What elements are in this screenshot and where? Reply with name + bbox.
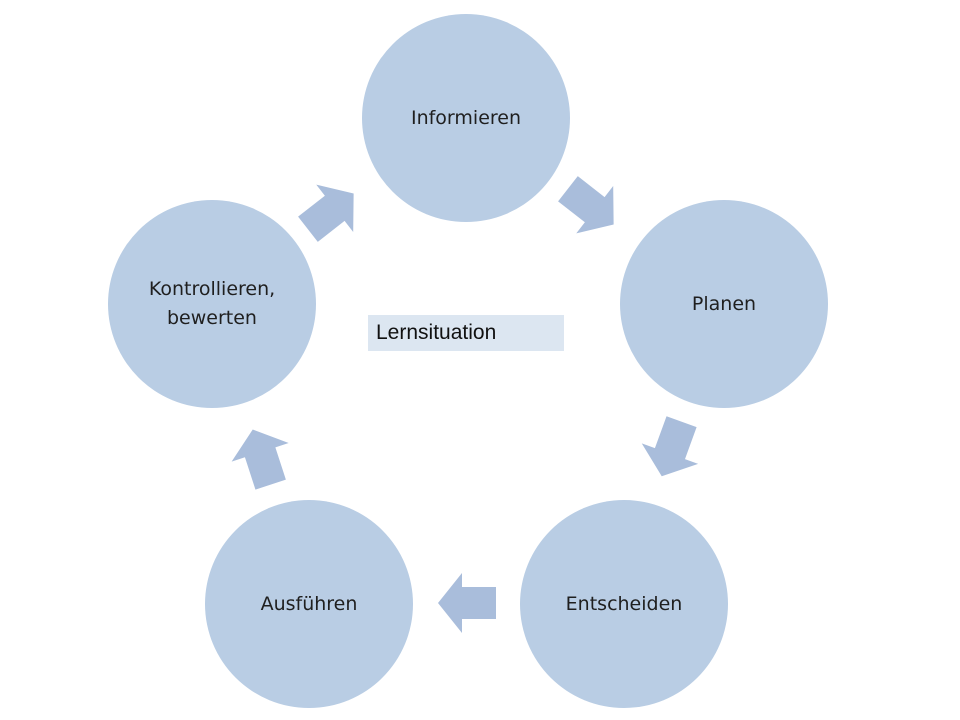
node-kontrollieren: Kontrollieren, bewerten	[108, 200, 316, 408]
center-label: Lernsituation	[376, 321, 497, 344]
node-label-kontrollieren: Kontrollieren, bewerten	[148, 278, 276, 329]
node-entscheiden: Entscheiden	[520, 500, 728, 708]
center-label-box: Lernsituation	[368, 315, 564, 351]
arrow-ausfuehren-to-kontrollieren	[231, 429, 289, 490]
node-label-entscheiden: Entscheiden	[565, 592, 683, 615]
node-informieren: Informieren	[362, 14, 570, 222]
arrow-kontrollieren-to-informieren	[298, 184, 354, 242]
arrow-informieren-to-planen	[558, 176, 614, 234]
node-label-planen: Planen	[691, 292, 757, 315]
node-planen: Planen	[620, 200, 828, 408]
node-label-informieren: Informieren	[410, 106, 522, 129]
node-ausfuehren: Ausführen	[205, 500, 413, 708]
node-label-ausfuehren: Ausführen	[260, 592, 358, 615]
arrow-planen-to-entscheiden	[641, 416, 699, 477]
arrow-entscheiden-to-ausfuehren	[438, 573, 496, 633]
